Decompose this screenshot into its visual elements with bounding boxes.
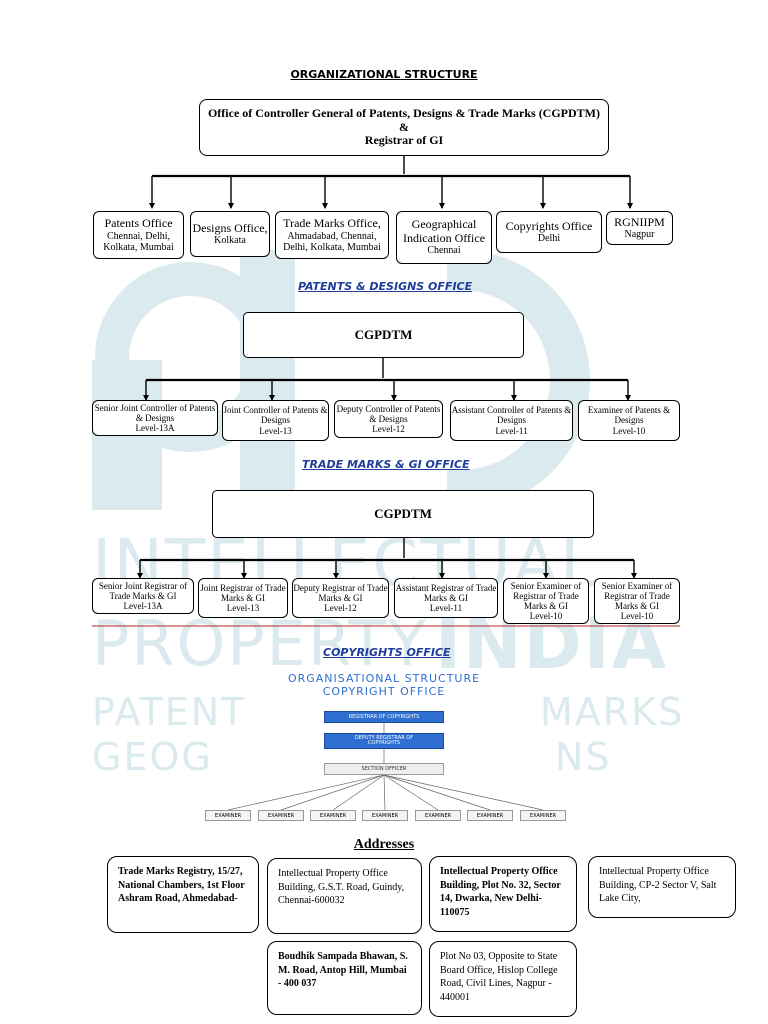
patents-child-box: Joint Controller of Patents & Designs Le… <box>222 400 329 441</box>
patents-child-box: Assistant Controller of Patents & Design… <box>450 400 573 441</box>
examiner-box: EXAMINER <box>520 810 566 821</box>
office-title: Designs Office, <box>192 220 268 235</box>
tm-child-level: Level-10 <box>529 611 563 622</box>
office-box-designs: Designs Office, Kolkata <box>190 211 270 257</box>
examiner-box: EXAMINER <box>467 810 513 821</box>
office-sub: Delhi <box>537 233 561 245</box>
tm-child-level: Level-13A <box>123 601 163 612</box>
address-card: Plot No 03, Opposite to State Board Offi… <box>429 941 577 1017</box>
address-text: Intellectual Property Office Building, C… <box>599 866 717 904</box>
office-sub: Kolkata <box>214 235 246 247</box>
tm-child-level: Level-12 <box>324 603 357 614</box>
office-title: Patents Office <box>104 216 173 231</box>
patents-child-level: Level-12 <box>372 424 405 435</box>
office-box-patents: Patents Office Chennai, Delhi, Kolkata, … <box>93 211 184 259</box>
examiner-box: EXAMINER <box>362 810 408 821</box>
tm-child-box: Senior Joint Registrar of Trade Marks & … <box>92 578 194 614</box>
tm-section-title: TRADE MARKS & GI OFFICE <box>302 458 470 471</box>
tm-child-box: Assistant Registrar of Trade Marks & GI … <box>394 578 498 618</box>
registrar-of-copyrights-box: REGISTRAR OF COPYRIGHTS <box>324 711 444 723</box>
address-card: Intellectual Property Office Building, C… <box>588 856 736 918</box>
office-title: Geographical Indication Office <box>402 217 486 245</box>
tm-child-level: Level-11 <box>429 603 463 614</box>
addresses-title: Addresses <box>353 837 415 852</box>
patents-cgpdtm-box: CGPDTM <box>243 312 524 358</box>
tm-child-title: Senior Examiner of Registrar of Trade Ma… <box>601 580 673 611</box>
tm-child-box: Senior Examiner of Registrar of Trade Ma… <box>503 578 589 624</box>
tm-child-box: Joint Registrar of Trade Marks & GI Leve… <box>198 578 288 618</box>
tm-cgpdtm-label: CGPDTM <box>374 505 432 521</box>
address-card: Trade Marks Registry, 15/27, National Ch… <box>107 856 259 933</box>
address-text: Plot No 03, Opposite to State Board Offi… <box>440 951 558 1003</box>
patents-child-title: Assistant Controller of Patents & Design… <box>451 405 572 426</box>
deputy-registrar-box: DEPUTY REGISTRAR OF COPYRIGHTS <box>324 733 444 749</box>
cgpdtm-top-line2: & <box>399 119 409 134</box>
tm-child-box: Deputy Registrar of Trade Marks & GI Lev… <box>292 578 389 618</box>
cgpdtm-top-line3: Registrar of GI <box>364 133 444 148</box>
office-title: Trade Marks Office, <box>283 216 381 231</box>
tm-child-box: Senior Examiner of Registrar of Trade Ma… <box>594 578 680 624</box>
examiner-box: EXAMINER <box>205 810 251 821</box>
tm-child-title: Senior Examiner of Registrar of Trade Ma… <box>510 580 582 611</box>
address-text: Intellectual Property Office Building, G… <box>278 868 405 906</box>
office-box-gi: Geographical Indication Office Chennai <box>396 211 492 264</box>
cgpdtm-top-line1: Office of Controller General of Patents,… <box>207 106 601 121</box>
patents-child-title: Deputy Controller of Patents & Designs <box>336 403 441 424</box>
watermark-text: GEOG <box>92 735 213 779</box>
tm-child-title: Joint Registrar of Trade Marks & GI <box>200 582 286 603</box>
patents-child-title: Senior Joint Controller of Patents & Des… <box>94 402 216 423</box>
patents-cgpdtm-label: CGPDTM <box>354 326 413 342</box>
patents-child-box: Examiner of Patents & Designs Level-10 <box>578 400 680 441</box>
watermark-text: PROPERTY <box>92 607 429 680</box>
page-title: ORGANIZATIONAL STRUCTURE <box>290 68 478 81</box>
office-box-rgniipm: RGNIIPM Nagpur <box>606 211 673 245</box>
tm-child-title: Assistant Registrar of Trade Marks & GI <box>395 582 497 603</box>
office-sub: Chennai <box>427 245 461 257</box>
office-box-copyrights: Copyrights Office Delhi <box>496 211 602 253</box>
patents-child-level: Level-13 <box>259 425 292 436</box>
address-text: Intellectual Property Office Building, P… <box>440 866 561 918</box>
tm-cgpdtm-box: CGPDTM <box>212 490 594 538</box>
copyright-org-line2: COPYRIGHT OFFICE <box>322 685 446 698</box>
cgpdtm-top-box: Office of Controller General of Patents,… <box>199 99 609 156</box>
examiner-box: EXAMINER <box>310 810 356 821</box>
patents-child-box: Senior Joint Controller of Patents & Des… <box>92 400 218 436</box>
address-text: Trade Marks Registry, 15/27, National Ch… <box>118 866 245 904</box>
address-text: Boudhik Sampada Bhawan, S. M. Road, Anto… <box>278 951 408 989</box>
address-card: Intellectual Property Office Building, P… <box>429 856 577 932</box>
watermark-text: NS <box>555 735 612 779</box>
address-card: Intellectual Property Office Building, G… <box>267 858 422 934</box>
copyright-org-line1: ORGANISATIONAL STRUCTURE <box>287 672 481 685</box>
watermark-text: MARKS <box>540 690 685 734</box>
examiner-box: EXAMINER <box>415 810 461 821</box>
examiner-box: EXAMINER <box>258 810 304 821</box>
tm-child-title: Senior Joint Registrar of Trade Marks & … <box>98 580 188 601</box>
watermark-logo-bar <box>240 250 295 505</box>
patents-child-title: Examiner of Patents & Designs <box>587 405 671 426</box>
patents-child-box: Deputy Controller of Patents & Designs L… <box>334 400 443 438</box>
section-officer-box: SECTION OFFICER <box>324 763 444 775</box>
patents-child-level: Level-13A <box>135 423 175 434</box>
office-sub: Chennai, Delhi, Kolkata, Mumbai <box>103 230 174 253</box>
office-sub: Ahmadabad, Chennai, Delhi, Kolkata, Mumb… <box>283 230 381 253</box>
office-box-trademarks: Trade Marks Office, Ahmadabad, Chennai, … <box>275 211 389 259</box>
patents-child-level: Level-11 <box>495 425 528 436</box>
tm-child-level: Level-10 <box>620 611 654 622</box>
patents-child-title: Joint Controller of Patents & Designs <box>223 405 328 426</box>
patents-section-title: PATENTS & DESIGNS OFFICE <box>298 280 473 293</box>
patents-child-level: Level-10 <box>612 425 646 436</box>
office-title: RGNIIPM <box>614 214 665 229</box>
watermark-text: PATENT <box>92 690 247 734</box>
office-title: Copyrights Office <box>505 218 593 233</box>
address-card: Boudhik Sampada Bhawan, S. M. Road, Anto… <box>267 941 422 1015</box>
office-sub: Nagpur <box>624 229 655 241</box>
tm-child-title: Deputy Registrar of Trade Marks & GI <box>293 582 388 603</box>
tm-child-level: Level-13 <box>226 603 260 614</box>
copyright-section-title: COPYRIGHTS OFFICE <box>323 646 451 659</box>
